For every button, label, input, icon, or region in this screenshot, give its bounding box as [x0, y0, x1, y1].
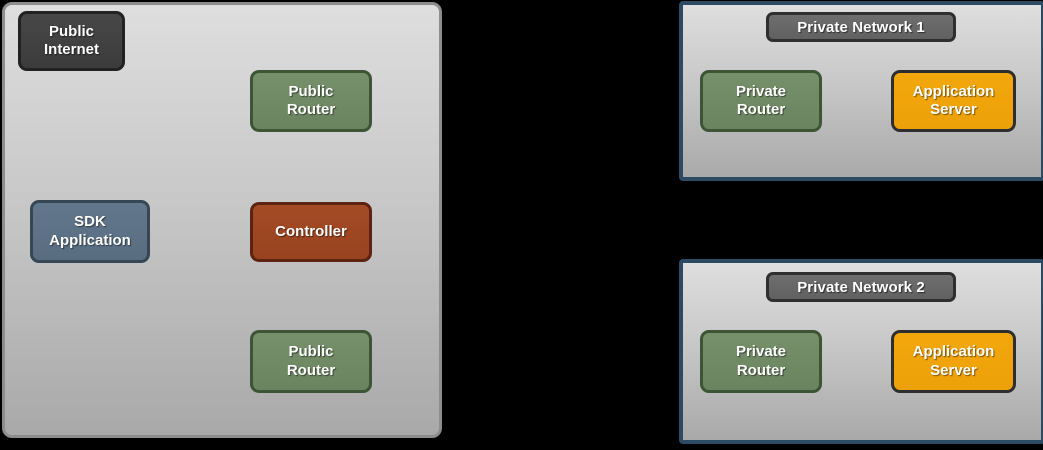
node-application-server-1-label-line1: Application [912, 82, 995, 100]
private-network-1-title: Private Network 1 [766, 12, 956, 42]
node-application-server-1-label-line2: Server [930, 101, 977, 118]
node-application-server-2-label-line2: Server [930, 361, 977, 379]
node-application-server-2-label-line1: Application [912, 343, 995, 361]
node-sdk-application-label-line2: Application [49, 231, 131, 249]
node-public-router-bottom-label-line2: Router [286, 361, 336, 379]
node-controller-label-line1: Controller [275, 222, 347, 240]
node-private-router-1[interactable]: Private Router [700, 70, 822, 132]
node-public-internet-label-line1: Public [48, 22, 94, 40]
node-private-router-1-label-line2: Router [736, 101, 786, 118]
node-public-internet[interactable]: Public Internet [18, 11, 125, 71]
node-private-router-2[interactable]: Private Router [700, 330, 822, 393]
node-application-server-2[interactable]: Application Server [891, 330, 1016, 393]
node-controller[interactable]: Controller [250, 202, 372, 262]
node-public-router-bottom-label-line1: Public [288, 343, 334, 361]
node-sdk-application[interactable]: SDK Application [30, 200, 150, 263]
node-private-router-1-label-line1: Private [735, 82, 787, 100]
node-sdk-application-label-line1: SDK [74, 213, 106, 231]
node-public-router-top[interactable]: Public Router [250, 70, 372, 132]
node-public-router-top-label-line2: Router [286, 101, 336, 118]
private-network-2-title: Private Network 2 [766, 272, 956, 302]
node-application-server-1[interactable]: Application Server [891, 70, 1016, 132]
node-private-router-2-label-line1: Private [735, 343, 787, 361]
node-public-internet-label-line2: Internet [43, 41, 99, 58]
node-public-router-top-label-line1: Public [288, 82, 334, 100]
node-public-router-bottom[interactable]: Public Router [250, 330, 372, 393]
node-private-router-2-label-line2: Router [736, 361, 786, 379]
